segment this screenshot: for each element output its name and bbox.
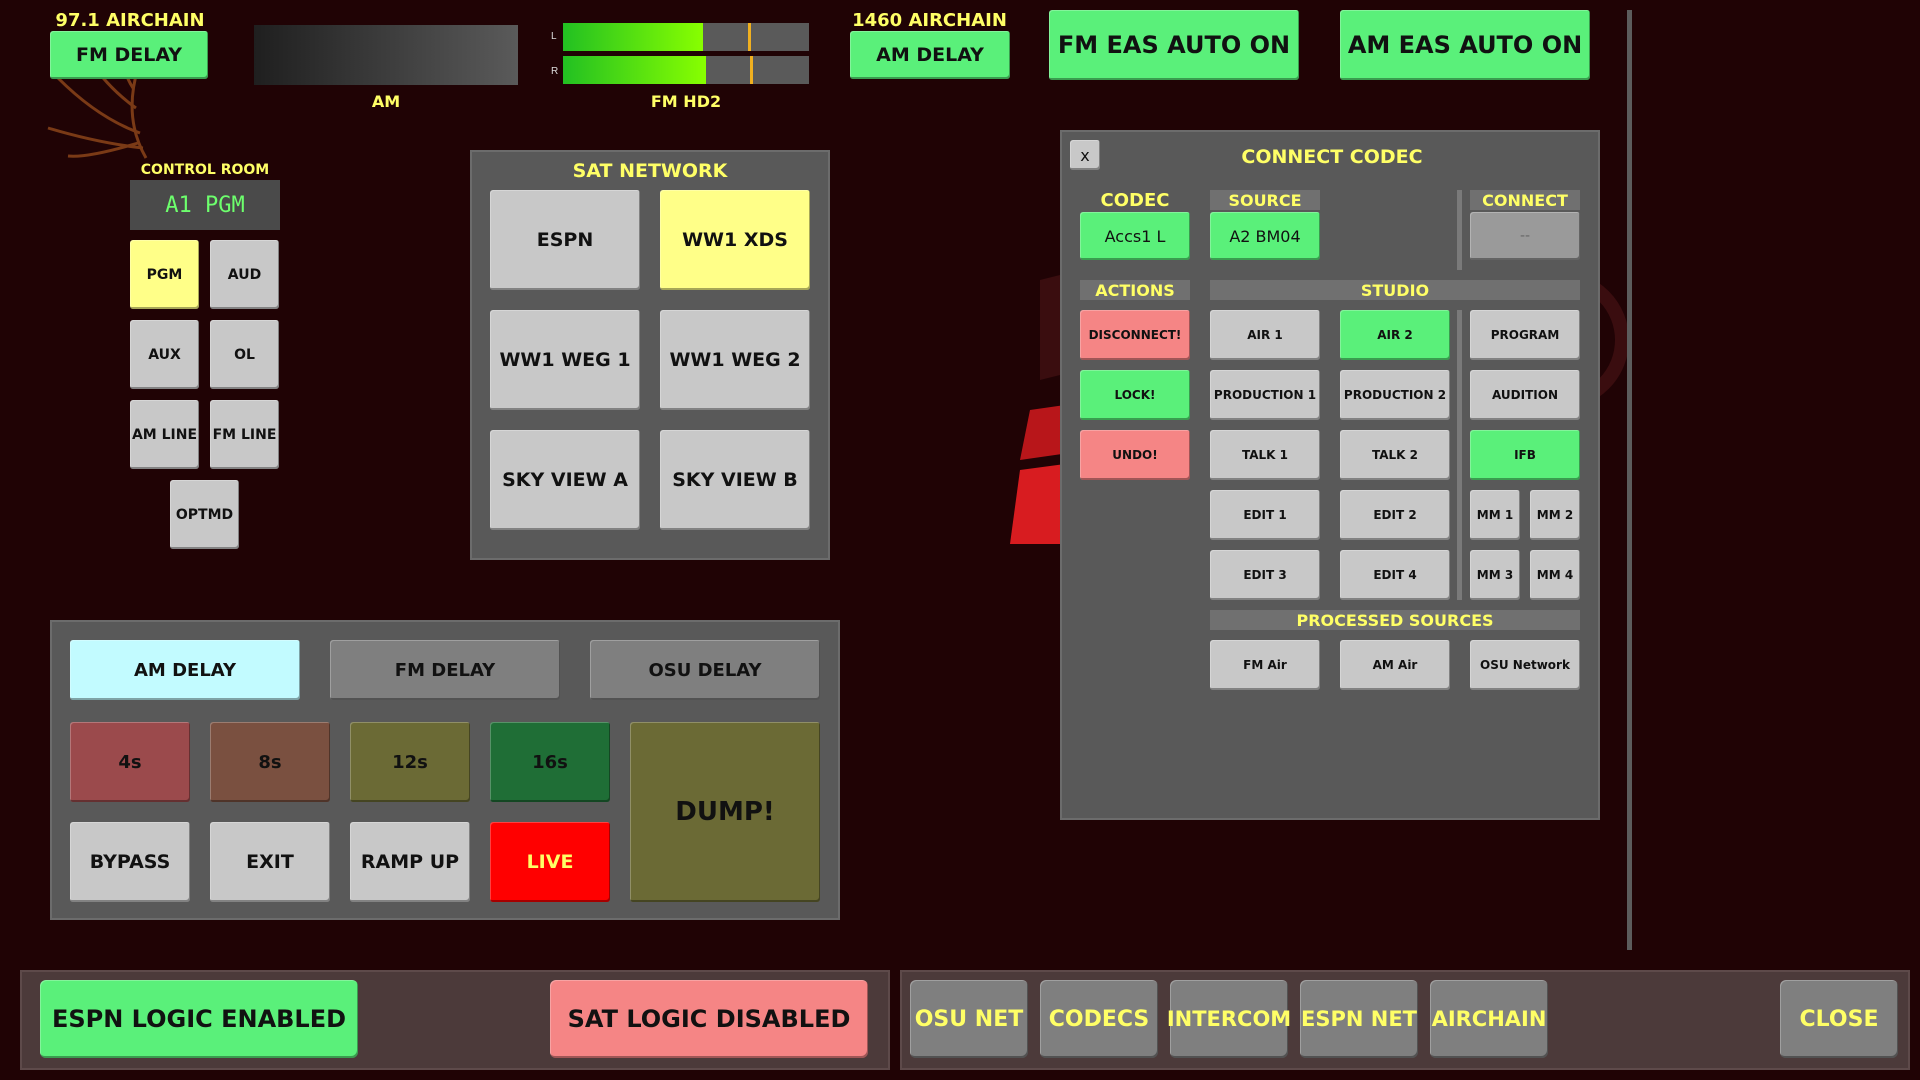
sat-ww1-weg2-button[interactable]: WW1 WEG 2 xyxy=(660,310,810,410)
studio-production1-button[interactable]: PRODUCTION 1 xyxy=(1210,370,1320,420)
disconnect-button[interactable]: DISCONNECT! xyxy=(1080,310,1190,360)
connect-codec-panel: x CONNECT CODEC CODEC Accs1 L SOURCE A2 … xyxy=(1060,130,1600,820)
exit-button[interactable]: EXIT xyxy=(210,822,330,902)
nav-espn-net-button[interactable]: ESPN NET xyxy=(1300,980,1418,1058)
studio-divider xyxy=(1457,310,1462,600)
nav-close-button[interactable]: CLOSE xyxy=(1780,980,1898,1058)
sat-network-panel: SAT NETWORK ESPN WW1 XDS WW1 WEG 1 WW1 W… xyxy=(470,150,830,560)
espn-logic-button[interactable]: ESPN LOGIC ENABLED xyxy=(40,980,358,1058)
processed-sources-header: PROCESSED SOURCES xyxy=(1210,610,1580,630)
delay-12s-button[interactable]: 12s xyxy=(350,722,470,802)
control-room-display: A1 PGM xyxy=(130,180,280,230)
fmhd2-meter-label: FM HD2 xyxy=(650,92,722,111)
meter-peak-left xyxy=(747,23,751,51)
studio-mm3-button[interactable]: MM 3 xyxy=(1470,550,1520,600)
studio-air2-button[interactable]: AIR 2 xyxy=(1340,310,1450,360)
delay-4s-button[interactable]: 4s xyxy=(70,722,190,802)
studio-mm1-button[interactable]: MM 1 xyxy=(1470,490,1520,540)
codec-select-button[interactable]: Accs1 L xyxy=(1080,212,1190,260)
studio-talk2-button[interactable]: TALK 2 xyxy=(1340,430,1450,480)
studio-edit1-button[interactable]: EDIT 1 xyxy=(1210,490,1320,540)
bypass-button[interactable]: BYPASS xyxy=(70,822,190,902)
sat-sky-view-a-button[interactable]: SKY VIEW A xyxy=(490,430,640,530)
codec-close-button[interactable]: x xyxy=(1070,140,1100,170)
meter-label-right: R xyxy=(551,66,559,77)
cr-ol-button[interactable]: OL xyxy=(210,320,279,389)
meter-track-left xyxy=(563,23,809,51)
am-airchain-label: 1460 AIRCHAIN xyxy=(852,10,1007,31)
source-select-button[interactable]: A2 BM04 xyxy=(1210,212,1320,260)
am-meter xyxy=(254,25,518,85)
fm-airchain-label: 97.1 AIRCHAIN xyxy=(55,10,205,31)
sat-ww1-weg1-button[interactable]: WW1 WEG 1 xyxy=(490,310,640,410)
codec-title: CONNECT CODEC xyxy=(1241,146,1423,168)
cr-optmd-button[interactable]: OPTMD xyxy=(170,480,239,549)
sat-logic-button[interactable]: SAT LOGIC DISABLED xyxy=(550,980,868,1058)
studio-air1-button[interactable]: AIR 1 xyxy=(1210,310,1320,360)
studio-edit4-button[interactable]: EDIT 4 xyxy=(1340,550,1450,600)
studio-mm4-button[interactable]: MM 4 xyxy=(1530,550,1580,600)
studio-talk1-button[interactable]: TALK 1 xyxy=(1210,430,1320,480)
cr-pgm-button[interactable]: PGM xyxy=(130,240,199,309)
undo-button[interactable]: UNDO! xyxy=(1080,430,1190,480)
tab-am-delay[interactable]: AM DELAY xyxy=(70,640,300,700)
studio-edit2-button[interactable]: EDIT 2 xyxy=(1340,490,1450,540)
tab-osu-delay[interactable]: OSU DELAY xyxy=(590,640,820,700)
codec-header: CODEC xyxy=(1100,190,1170,211)
studio-header: STUDIO xyxy=(1210,280,1580,300)
meter-peak-right xyxy=(749,56,753,84)
connect-button[interactable]: -- xyxy=(1470,212,1580,260)
control-room-title: CONTROL ROOM xyxy=(140,162,270,178)
actions-header: ACTIONS xyxy=(1080,280,1190,300)
processed-osu-network-button[interactable]: OSU Network xyxy=(1470,640,1580,690)
studio-program-button[interactable]: PROGRAM xyxy=(1470,310,1580,360)
nav-intercom-button[interactable]: INTERCOM xyxy=(1167,980,1291,1058)
meter-track-right xyxy=(563,56,809,84)
fm-eas-button[interactable]: FM EAS AUTO ON xyxy=(1049,10,1299,80)
cr-am-line-button[interactable]: AM LINE xyxy=(130,400,199,469)
studio-mm2-button[interactable]: MM 2 xyxy=(1530,490,1580,540)
source-header: SOURCE xyxy=(1210,190,1320,210)
delay-8s-button[interactable]: 8s xyxy=(210,722,330,802)
cr-aux-button[interactable]: AUX xyxy=(130,320,199,389)
am-meter-label: AM xyxy=(371,92,401,111)
fmhd2-meter: L R xyxy=(551,20,811,88)
live-button[interactable]: LIVE xyxy=(490,822,610,902)
processed-fm-air-button[interactable]: FM Air xyxy=(1210,640,1320,690)
ramp-up-button[interactable]: RAMP UP xyxy=(350,822,470,902)
sat-espn-button[interactable]: ESPN xyxy=(490,190,640,290)
lock-button[interactable]: LOCK! xyxy=(1080,370,1190,420)
studio-ifb-button[interactable]: IFB xyxy=(1470,430,1580,480)
nav-airchain-button[interactable]: AIRCHAIN xyxy=(1430,980,1548,1058)
sat-ww1-xds-button[interactable]: WW1 XDS xyxy=(660,190,810,290)
cr-fm-line-button[interactable]: FM LINE xyxy=(210,400,279,469)
delay-panel: AM DELAY FM DELAY OSU DELAY 4s 8s 12s 16… xyxy=(50,620,840,920)
nav-osu-net-button[interactable]: OSU NET xyxy=(910,980,1028,1058)
dump-button[interactable]: DUMP! xyxy=(630,722,820,902)
delay-16s-button[interactable]: 16s xyxy=(490,722,610,802)
meter-level-left xyxy=(563,23,704,51)
sat-network-title: SAT NETWORK xyxy=(572,160,728,182)
am-delay-top-button[interactable]: AM DELAY xyxy=(850,31,1010,79)
meter-label-left: L xyxy=(551,31,557,42)
sat-sky-view-b-button[interactable]: SKY VIEW B xyxy=(660,430,810,530)
meter-level-right xyxy=(563,56,706,84)
vertical-divider xyxy=(1627,10,1632,950)
studio-edit3-button[interactable]: EDIT 3 xyxy=(1210,550,1320,600)
nav-codecs-button[interactable]: CODECS xyxy=(1040,980,1158,1058)
processed-am-air-button[interactable]: AM Air xyxy=(1340,640,1450,690)
connect-header: CONNECT xyxy=(1470,190,1580,210)
tab-fm-delay[interactable]: FM DELAY xyxy=(330,640,560,700)
cr-aud-button[interactable]: AUD xyxy=(210,240,279,309)
studio-audition-button[interactable]: AUDITION xyxy=(1470,370,1580,420)
studio-production2-button[interactable]: PRODUCTION 2 xyxy=(1340,370,1450,420)
fm-delay-top-button[interactable]: FM DELAY xyxy=(50,31,208,79)
connect-divider xyxy=(1457,190,1462,270)
am-eas-button[interactable]: AM EAS AUTO ON xyxy=(1340,10,1590,80)
